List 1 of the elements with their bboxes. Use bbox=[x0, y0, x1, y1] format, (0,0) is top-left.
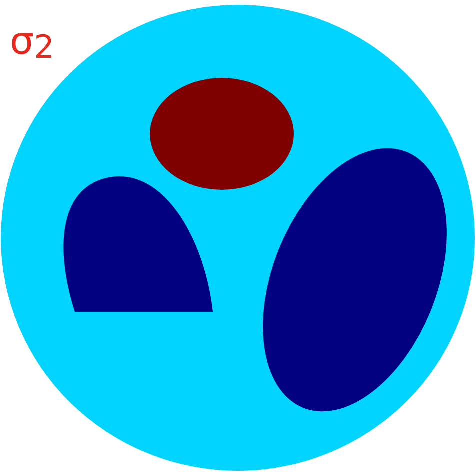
region-label: σ$_{2}$ bbox=[10, 19, 54, 63]
